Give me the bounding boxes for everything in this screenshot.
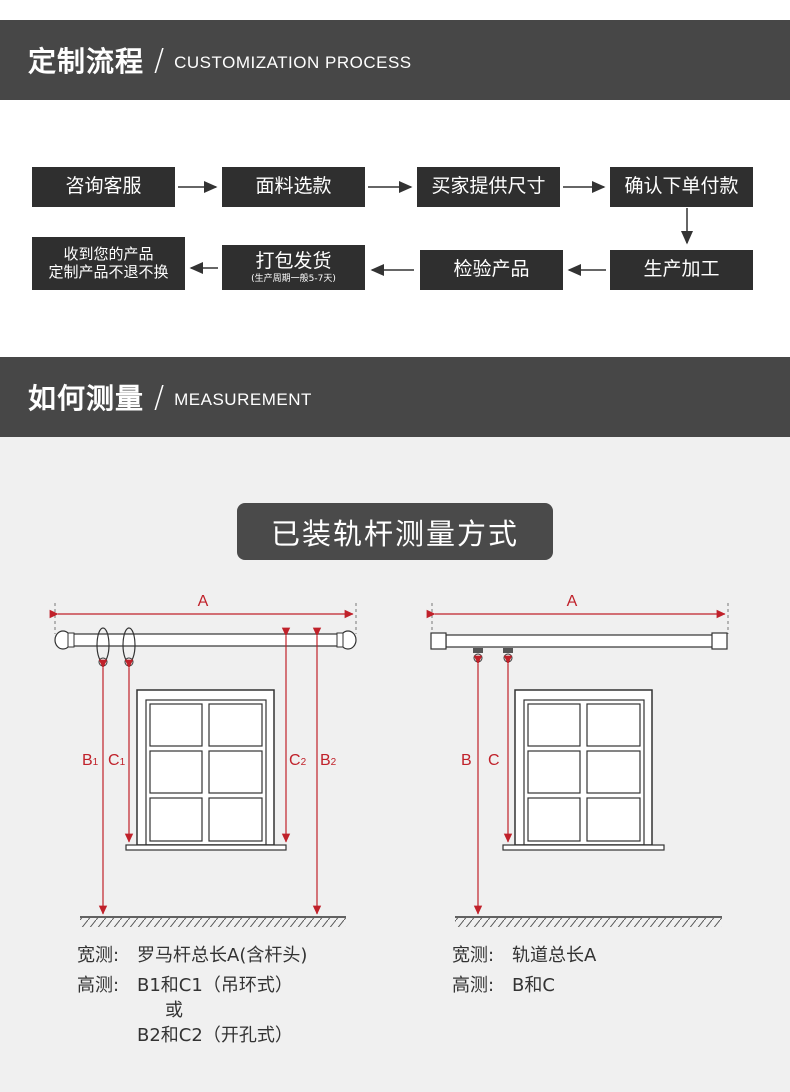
step-production: 生产加工 [610,250,753,290]
left-caption: 宽测: 罗马杆总长A(含杆头) 高测: B1和C1（吊环式） 或 B2和C2（开… [77,941,307,1051]
left-label-a: A [198,593,209,610]
left-diagram: A B1 C1 C2 B2 [49,593,357,927]
step-consult-label: 咨询客服 [65,175,142,198]
right-width-value: 轨道总长A [512,945,597,966]
step-size-label: 买家提供尺寸 [431,175,546,198]
step-fabric-label: 面料选款 [255,175,332,198]
measure-title-slash: / [154,379,165,415]
right-width-label: 宽测: [452,945,495,966]
step-ship: 打包发货 (生产周期一般5-7天) [222,245,365,290]
process-title-zh: 定制流程 [28,45,145,78]
left-label-c2: C2 [289,752,307,769]
measure-method-title: 已装轨杆测量方式 [237,503,553,560]
left-height-value-2: B2和C2（开孔式） [137,1025,293,1046]
step-fabric: 面料选款 [222,167,365,207]
step-inspect-label: 检验产品 [453,258,530,281]
left-height-label: 高测: [77,975,120,996]
measure-banner: 如何测量 / MEASUREMENT [0,357,790,437]
step-inspect: 检验产品 [420,250,563,290]
process-arrows [178,181,693,276]
right-endcap-right [711,632,728,650]
right-track [445,634,715,648]
right-caption: 宽测: 轨道总长A 高测: B和C [452,941,596,1001]
process-banner: 定制流程 / CUSTOMIZATION PROCESS [0,20,790,100]
left-width-value: 罗马杆总长A(含杆头) [137,945,308,966]
right-height-value: B和C [512,975,555,996]
left-width-label: 宽测: [77,945,120,966]
right-endcap-left [430,632,447,650]
step-size: 买家提供尺寸 [417,167,560,207]
right-label-b: B [461,752,472,769]
measure-method-title-text: 已装轨杆测量方式 [270,516,519,551]
right-label-c: C [488,752,500,769]
step-ship-label: 打包发货 [255,249,332,272]
process-title-en: CUSTOMIZATION PROCESS [174,53,412,72]
step-receive: 收到您的产品 定制产品不退不换 [32,237,185,290]
left-height-value-1: B1和C1（吊环式） [137,975,293,996]
step-order-label: 确认下单付款 [624,175,739,198]
measure-title-zh: 如何测量 [28,382,145,415]
step-receive-line1: 收到您的产品 [63,245,154,264]
step-order: 确认下单付款 [610,167,753,207]
left-window-sill [125,844,287,851]
step-production-label: 生产加工 [643,258,720,281]
left-rod [69,633,343,647]
step-consult: 咨询客服 [32,167,175,207]
left-label-b2: B2 [320,752,337,769]
left-label-b1: B1 [82,752,99,769]
left-label-c1: C1 [108,752,126,769]
right-diagram: A B C [426,593,729,927]
left-height-or: 或 [165,1000,183,1021]
right-height-label: 高测: [452,975,495,996]
measure-title-en: MEASUREMENT [174,390,312,409]
right-window-sill [502,844,665,851]
step-ship-note: (生产周期一般5-7天) [251,273,336,284]
right-label-a: A [567,593,578,610]
step-receive-line2: 定制产品不退不换 [48,262,169,281]
process-title-slash: / [154,42,165,78]
